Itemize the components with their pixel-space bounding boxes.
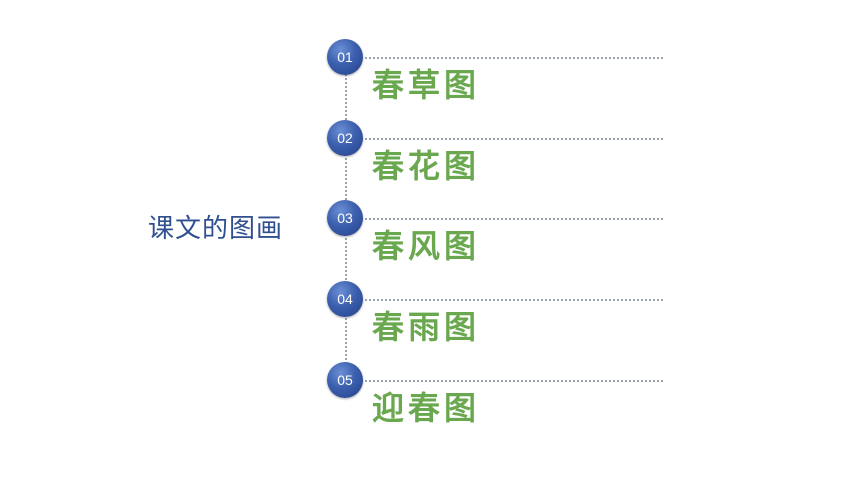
timeline-item-5: 05 迎春图 — [0, 362, 860, 460]
item-label: 春花图 — [372, 147, 481, 185]
item-label: 春风图 — [372, 227, 481, 265]
item-label: 春雨图 — [372, 308, 481, 346]
item-label: 春草图 — [372, 66, 481, 104]
number-badge: 01 — [327, 39, 363, 75]
number-badge: 03 — [327, 200, 363, 236]
timeline-connector — [345, 57, 663, 59]
timeline-connector — [345, 380, 663, 382]
timeline-connector — [345, 218, 663, 220]
slide-title: 课文的图画 — [148, 214, 284, 244]
item-label: 迎春图 — [372, 389, 481, 427]
timeline-item-4: 04 春雨图 — [0, 281, 860, 379]
number-badge: 04 — [327, 281, 363, 317]
timeline-item-2: 02 春花图 — [0, 120, 860, 218]
number-badge: 02 — [327, 120, 363, 156]
timeline-item-3: 03 春风图 — [0, 200, 860, 298]
timeline-connector — [345, 138, 663, 140]
number-badge: 05 — [327, 362, 363, 398]
timeline-item-1: 01 春草图 — [0, 39, 860, 137]
timeline-connector — [345, 299, 663, 301]
